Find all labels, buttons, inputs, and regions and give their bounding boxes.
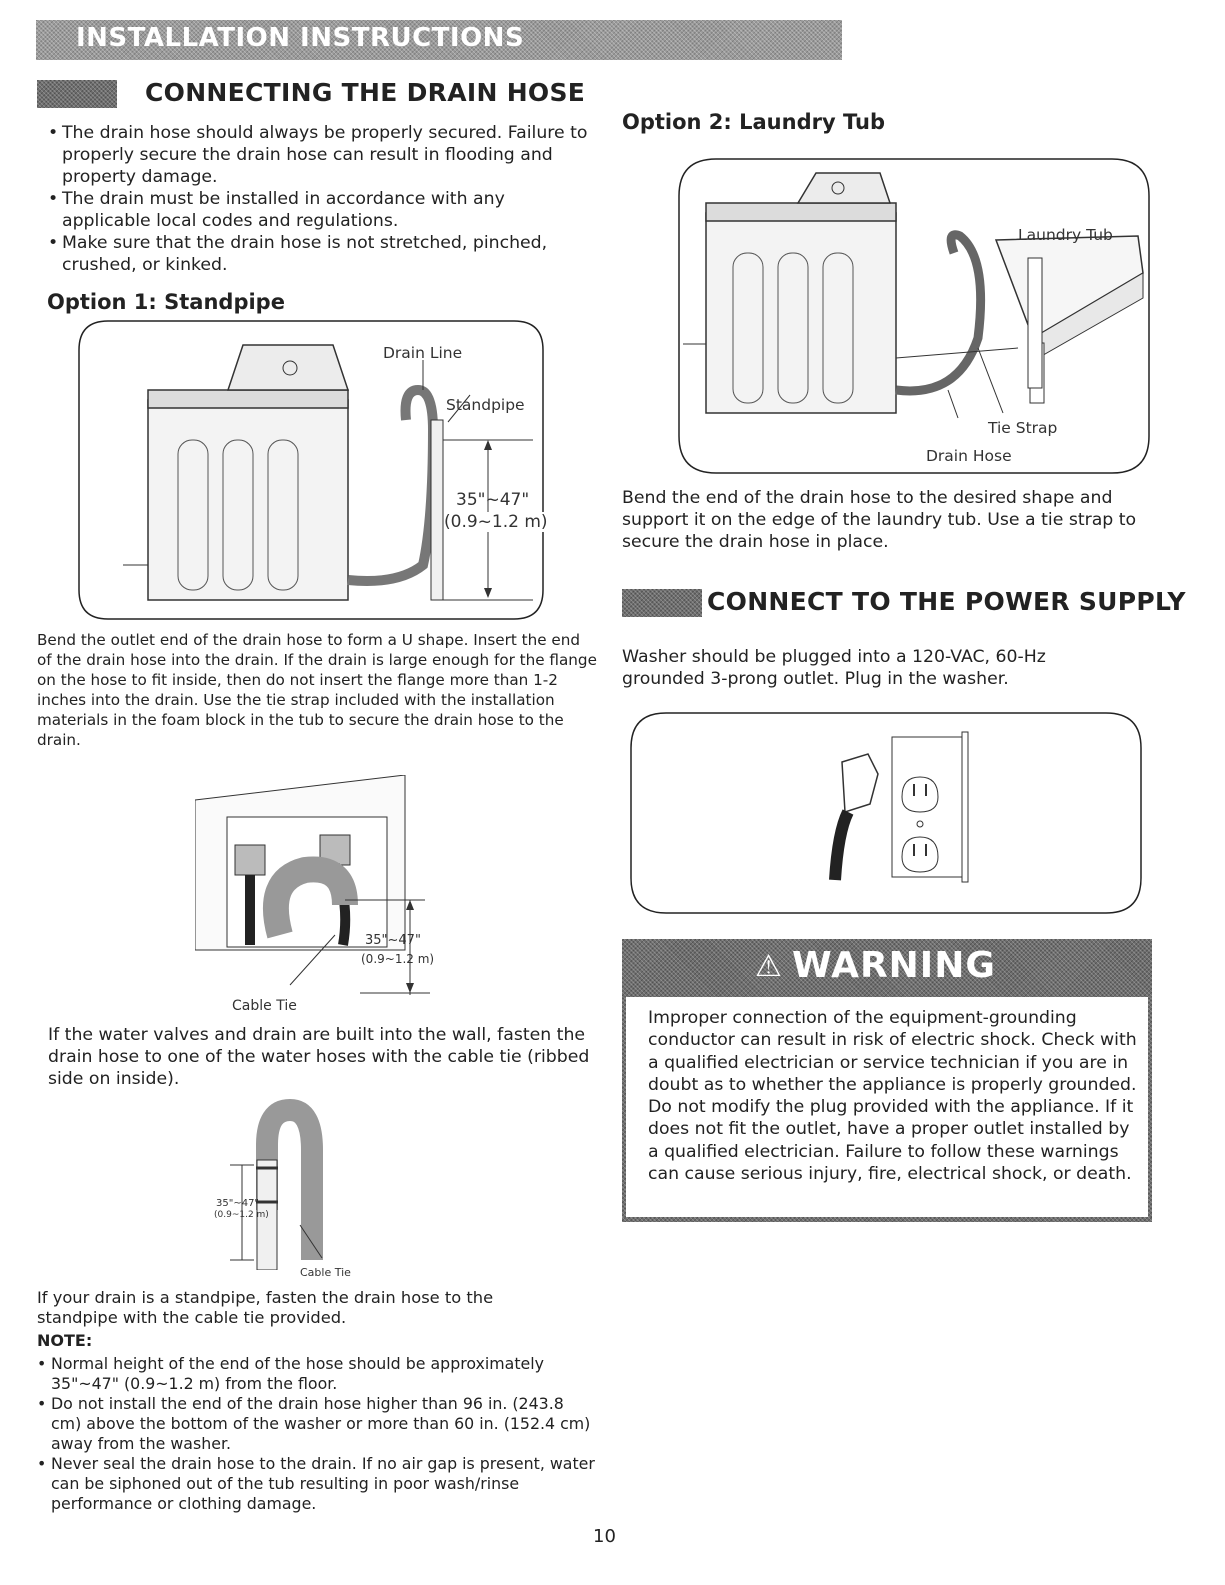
tie-strap-label: Tie Strap <box>988 419 1058 437</box>
option1-text: Bend the outlet end of the drain hose to… <box>37 631 597 749</box>
standpipe-closeup-illustration: 35"~47" (0.9~1.2 m) <box>212 1090 372 1271</box>
list-item: Never seal the drain hose to the drain. … <box>37 1454 597 1514</box>
warning-title: WARNING <box>792 945 996 986</box>
warning-body: Improper connection of the equipment-gro… <box>648 1007 1138 1185</box>
drain-bullet-list: The drain hose should always be properly… <box>48 122 598 276</box>
warning-triangle-icon: ⚠ <box>755 949 782 984</box>
wall-height-label: 35"~47" <box>365 933 421 948</box>
height-metric-label: (0.9~1.2 m) <box>444 512 548 532</box>
laundry-tub-label: Laundry Tub <box>1018 226 1113 244</box>
standpipe-label: Standpipe <box>446 396 525 414</box>
warning-border <box>622 997 626 1221</box>
list-item: Do not install the end of the drain hose… <box>37 1394 597 1454</box>
cable-tie-caption: Cable Tie <box>232 998 297 1014</box>
option1-title: Option 1: Standpipe <box>47 290 285 314</box>
standpipe-figure-svg <box>78 320 544 620</box>
wall-valve-text: If the water valves and drain are built … <box>48 1025 590 1089</box>
wall-valve-illustration: 35"~47" (0.9~1.2 m) <box>194 774 435 995</box>
height-label: 35"~47" <box>456 490 530 510</box>
wall-valve-figure-svg <box>194 774 430 995</box>
standpipe-text: If your drain is a standpipe, fasten the… <box>37 1288 494 1327</box>
plug-outlet-svg <box>630 712 1142 914</box>
standpipe-closeup-svg <box>230 1098 323 1271</box>
list-item: Make sure that the drain hose is not str… <box>48 232 598 276</box>
warning-header: ⚠ WARNING <box>622 939 1152 997</box>
closeup-height-metric-label: (0.9~1.2 m) <box>214 1210 269 1220</box>
list-item: The drain must be installed in accordanc… <box>48 188 598 232</box>
standpipe-illustration: Drain Line Standpipe 35"~47" (0.9~1.2 m) <box>78 320 548 620</box>
plug-outlet-illustration <box>630 712 1142 914</box>
power-text: Washer should be plugged into a 120-VAC,… <box>622 647 1046 689</box>
warning-border <box>622 1217 1152 1222</box>
list-item: The drain hose should always be properly… <box>48 122 598 188</box>
option2-text: Bend the end of the drain hose to the de… <box>622 488 1137 552</box>
note-label: NOTE: <box>37 1331 93 1350</box>
section-banner: INSTALLATION INSTRUCTIONS <box>36 20 842 60</box>
laundry-tub-figure-svg <box>678 158 1150 474</box>
drain-section-title: CONNECTING THE DRAIN HOSE <box>145 78 586 107</box>
section-marker <box>37 80 117 108</box>
option2-title: Option 2: Laundry Tub <box>622 110 885 134</box>
closeup-height-label: 35"~47" <box>216 1198 260 1209</box>
section-marker <box>622 589 702 617</box>
drain-hose-label: Drain Hose <box>926 447 1012 465</box>
wall-height-metric-label: (0.9~1.2 m) <box>361 952 435 966</box>
closeup-cable-tie-caption: Cable Tie <box>300 1266 351 1279</box>
laundry-tub-illustration: Laundry Tub Tie Strap Drain Hose <box>678 158 1150 474</box>
list-item: Normal height of the end of the hose sho… <box>37 1354 597 1394</box>
page-number: 10 <box>593 1526 616 1547</box>
drain-line-label: Drain Line <box>383 344 463 362</box>
warning-text: Improper connection of the equipment-gro… <box>648 1008 1137 1185</box>
banner-title: INSTALLATION INSTRUCTIONS <box>76 23 525 53</box>
warning-border <box>1148 997 1152 1221</box>
power-section-title: CONNECT TO THE POWER SUPPLY <box>707 587 1186 616</box>
note-bullet-list: Normal height of the end of the hose sho… <box>37 1354 597 1514</box>
